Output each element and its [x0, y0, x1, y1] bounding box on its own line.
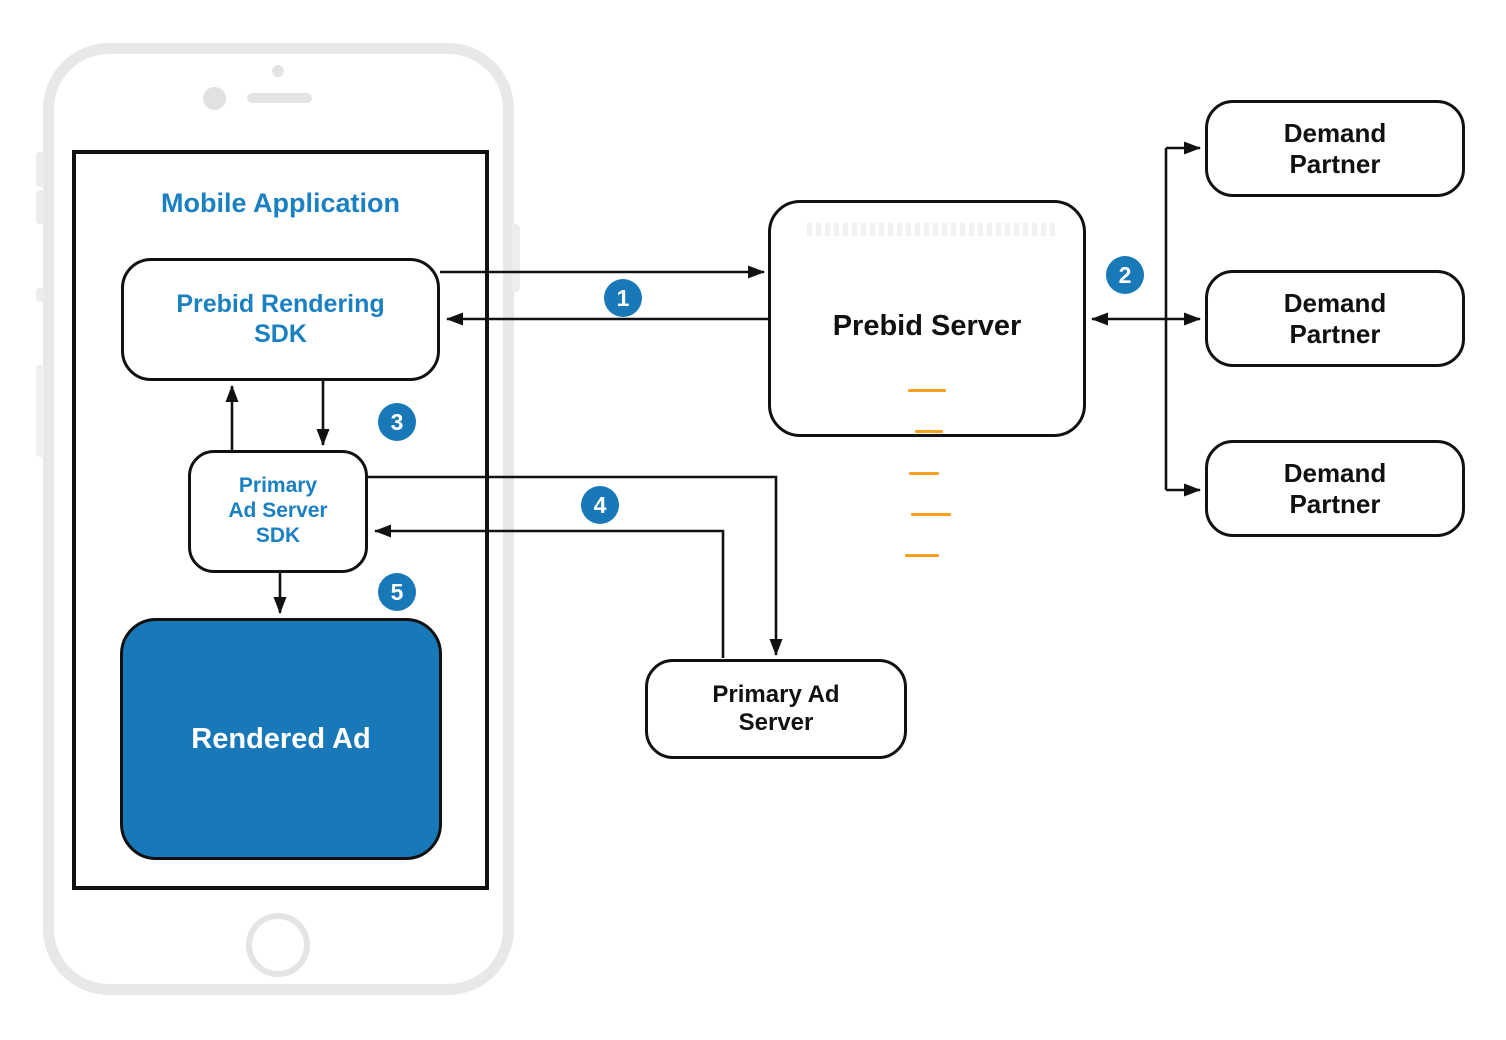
demand-partner-label: Demand Partner — [1283, 457, 1387, 519]
mobile-application-title: Mobile Application — [161, 188, 400, 218]
phone-side-button — [36, 365, 44, 457]
demand-partner-label: Demand Partner — [1283, 117, 1387, 179]
phone-volume-button — [36, 288, 44, 302]
primary-ad-server-sdk-label: Primary Ad Server SDK — [228, 474, 328, 547]
demand-partner-box-2: Demand Partner — [1205, 270, 1465, 367]
prebid-logo-icon — [903, 355, 951, 595]
phone-camera — [203, 87, 226, 110]
step-badge-1: 1 — [604, 279, 642, 317]
step-badge-4: 4 — [581, 486, 619, 524]
prebid-rendering-sdk-label: Prebid Rendering SDK — [176, 290, 385, 348]
prebid-server-watermark — [807, 223, 1057, 236]
phone-mute-switch — [36, 152, 44, 187]
rendered-ad-label: Rendered Ad — [191, 722, 371, 755]
prebid-server-box: Prebid Server — [768, 200, 1086, 558]
step-badge-5: 5 — [378, 573, 416, 611]
prebid-server-label: Prebid Server — [832, 310, 1022, 342]
step-badge-3: 3 — [378, 403, 416, 441]
rendered-ad-box: Rendered Ad — [120, 618, 442, 860]
primary-ad-server-label: Primary Ad Server — [712, 680, 840, 736]
demand-partner-box-3: Demand Partner — [1205, 440, 1465, 537]
phone-volume-button — [36, 190, 44, 224]
step-badge-2: 2 — [1106, 256, 1144, 294]
prebid-rendering-sdk-box: Prebid Rendering SDK — [121, 258, 440, 381]
phone-speaker — [247, 93, 312, 103]
primary-ad-server-box: Primary Ad Server — [645, 659, 907, 759]
phone-sensor-dot — [272, 65, 284, 77]
primary-ad-server-sdk-box: Primary Ad Server SDK — [188, 450, 368, 573]
phone-power-button — [512, 224, 520, 292]
phone-home-button — [246, 913, 310, 977]
demand-partner-box-1: Demand Partner — [1205, 100, 1465, 197]
demand-partner-label: Demand Partner — [1283, 287, 1387, 349]
